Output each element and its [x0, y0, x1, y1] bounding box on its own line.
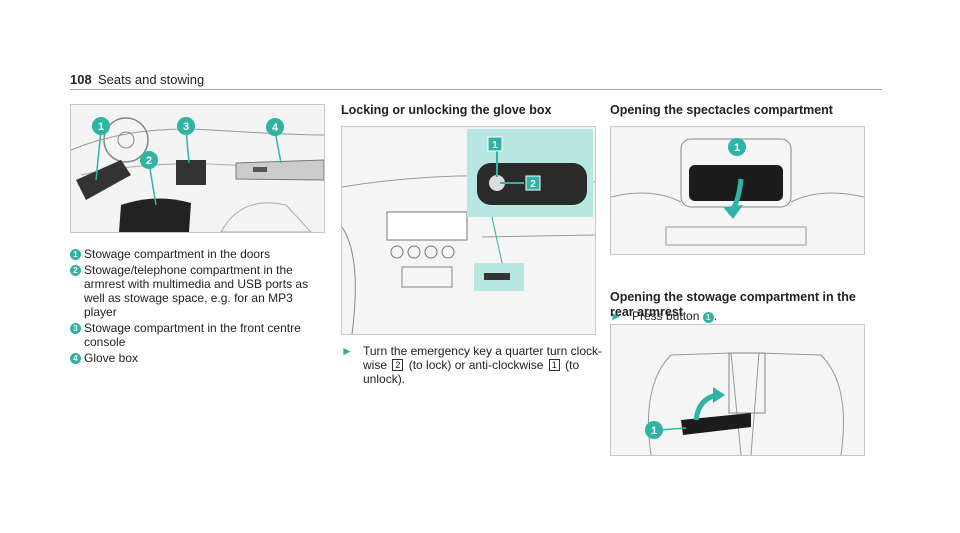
legend-text: Glove box	[84, 351, 139, 365]
step-text: Press button	[632, 309, 700, 323]
legend-text: Stowage/telephone compartment in the arm…	[84, 263, 309, 319]
rear-armrest-heading: Opening the stowage compartment in the r…	[610, 290, 856, 319]
interior-overview-figure: 1 2 3 4	[70, 104, 325, 233]
callout-3: 3	[177, 117, 195, 135]
legend-badge: 1	[70, 249, 81, 260]
svg-text:2: 2	[530, 179, 536, 190]
section-title: Seats and stowing	[98, 72, 205, 87]
key-symbol-2: 2	[392, 359, 404, 371]
callout-1: 1	[92, 117, 110, 135]
figure-legend: 1 Stowage compartment in the doors 2 Sto…	[70, 247, 325, 367]
svg-text:1: 1	[734, 142, 740, 154]
legend-badge: 4	[70, 353, 81, 364]
glovebox-heading: Locking or unlocking the glove box	[341, 103, 552, 117]
spectacles-step: ► Press button 1.	[610, 309, 892, 323]
legend-badge: 3	[70, 323, 81, 334]
step-arrow-icon: ►	[341, 344, 353, 358]
step-text-mid: (to lock) or anti-clockwise	[408, 358, 544, 372]
glovebox-callout-2: 2	[525, 175, 541, 191]
spectacles-heading: Opening the spectacles compartment	[610, 103, 833, 117]
button-badge: 1	[702, 312, 714, 323]
spectacles-callout-1: 1	[728, 138, 746, 156]
key-symbol-1: 1	[548, 359, 560, 371]
step-text-end: .	[713, 309, 718, 323]
svg-text:4: 4	[272, 122, 279, 134]
svg-text:1: 1	[651, 425, 657, 437]
svg-text:3: 3	[183, 121, 189, 133]
legend-item: 1 Stowage compartment in the doors	[70, 247, 325, 261]
legend-badge: 2	[70, 265, 81, 276]
glovebox-callout-1: 1	[487, 136, 503, 152]
rear-armrest-callout-1: 1	[645, 421, 663, 439]
callout-2: 2	[140, 151, 158, 169]
step-arrow-icon: ►	[610, 309, 622, 323]
svg-text:1: 1	[492, 140, 498, 151]
page-number: 108	[70, 72, 92, 87]
glovebox-step: ► Turn the emergency key a quarter turn …	[341, 344, 613, 386]
legend-item: 2 Stowage/telephone compartment in the a…	[70, 263, 325, 319]
glovebox-figure: 1 2	[341, 126, 596, 335]
rear-armrest-figure: 1	[610, 324, 865, 456]
legend-text: Stowage compartment in the front centre …	[84, 321, 301, 349]
svg-text:2: 2	[146, 155, 152, 167]
svg-text:1: 1	[98, 121, 104, 133]
legend-item: 4 Glove box	[70, 351, 325, 365]
callout-4: 4	[266, 118, 284, 136]
legend-item: 3 Stowage compartment in the front centr…	[70, 321, 325, 349]
legend-text: Stowage compartment in the doors	[84, 247, 271, 261]
header-divider	[70, 89, 882, 90]
step-text-start: Turn the emergency key a quarter turn cl…	[363, 344, 602, 372]
step-text-end: (to unlock).	[363, 358, 580, 386]
spectacles-figure: 1	[610, 126, 865, 255]
